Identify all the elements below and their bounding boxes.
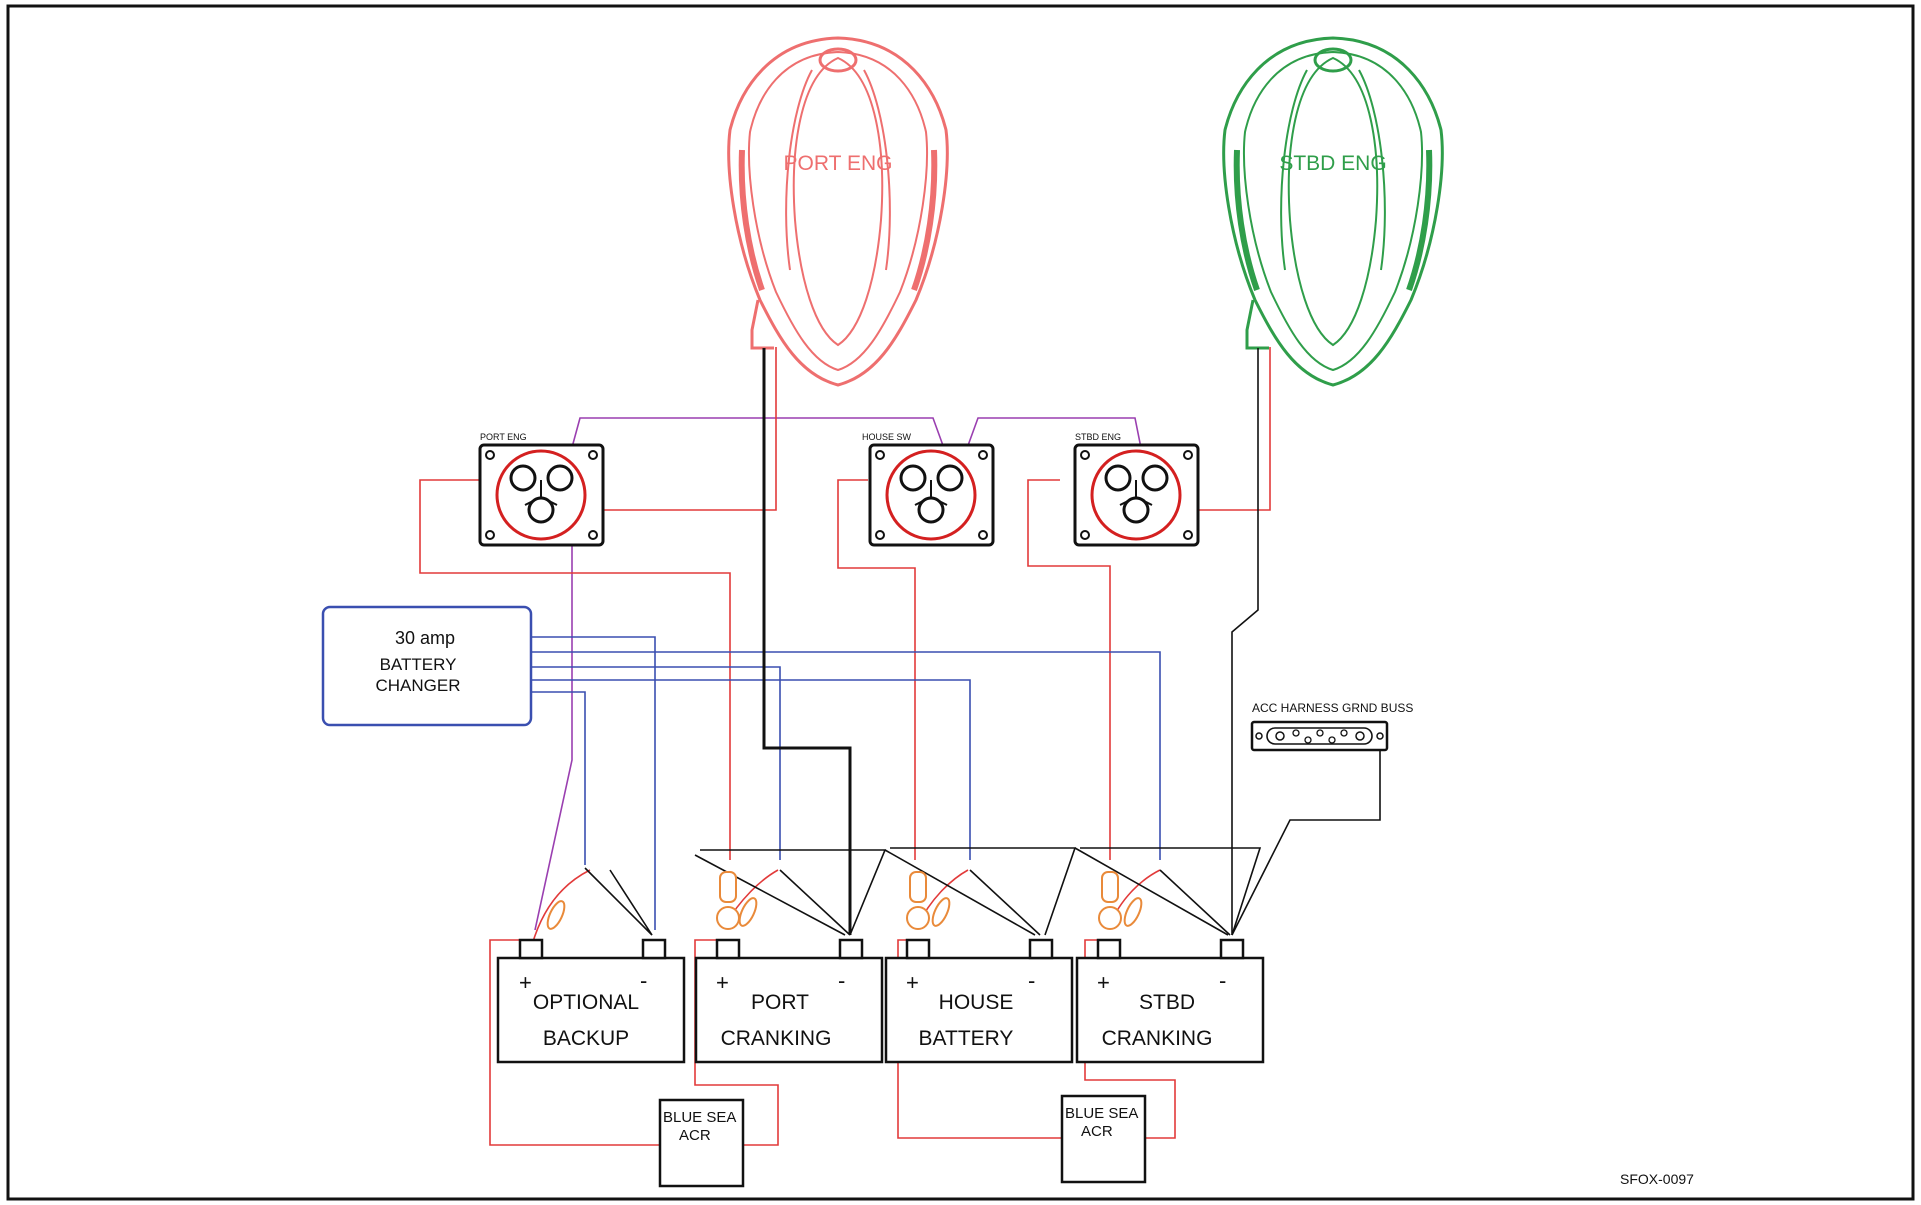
switch-port[interactable]: [478, 443, 605, 547]
battery-2-neg: -: [838, 968, 845, 993]
port-engine-label: PORT ENG: [784, 152, 893, 175]
acr-1[interactable]: [658, 1098, 745, 1188]
charger-label-line1: BATTERY: [380, 655, 457, 674]
stbd-engine-label: STBD ENG: [1279, 152, 1386, 175]
battery-3-label-line1: HOUSE: [939, 991, 1014, 1014]
battery-2-pos: +: [716, 970, 729, 995]
battery-4-pos: +: [1097, 970, 1110, 995]
battery-3-label-line2: BATTERY: [919, 1027, 1014, 1050]
drawing-border: [6, 4, 1915, 1201]
acr-2-label-line2: ACR: [1081, 1123, 1113, 1140]
battery-3-pos: +: [906, 970, 919, 995]
acr-1-label-line1: BLUE SEA: [663, 1109, 736, 1126]
battery-2-label-line2: CRANKING: [721, 1027, 832, 1050]
charger-wires: [530, 636, 1161, 930]
battery-port-cranking[interactable]: [694, 938, 884, 1064]
switch-house[interactable]: [868, 443, 995, 547]
battery-house[interactable]: [884, 938, 1074, 1064]
battery-3-neg: -: [1028, 968, 1035, 993]
battery-1-label-line1: OPTIONAL: [533, 991, 639, 1014]
ground-buss[interactable]: [1250, 720, 1389, 752]
charger-amperage: 30 amp: [395, 628, 455, 648]
acr-1-label-line2: ACR: [679, 1127, 711, 1144]
ground-buss-label: ACC HARNESS GRND BUSS: [1252, 701, 1413, 715]
battery-1-label-line2: BACKUP: [543, 1027, 629, 1050]
battery-4-neg: -: [1219, 968, 1226, 993]
stbd-engine: [1222, 36, 1444, 387]
battery-1-pos: +: [519, 970, 532, 995]
battery-stbd-cranking[interactable]: [1075, 938, 1265, 1064]
fuse-holders: [546, 871, 1143, 930]
battery-charger[interactable]: [321, 605, 533, 727]
drawing-number: SFOX-0097: [1620, 1171, 1694, 1187]
switch-stbd[interactable]: [1073, 443, 1200, 547]
battery-2-label-line1: PORT: [751, 991, 809, 1014]
battery-1-neg: -: [640, 968, 647, 993]
switch-house-label: HOUSE SW: [862, 432, 912, 442]
switch-link-wires: [534, 417, 1147, 931]
acr-2[interactable]: [1060, 1094, 1147, 1184]
switch-port-label: PORT ENG: [480, 432, 527, 442]
battery-optional-backup[interactable]: [496, 938, 686, 1064]
port-engine: [727, 36, 949, 387]
charger-label-line2: CHANGER: [375, 676, 460, 695]
battery-4-label-line1: STBD: [1139, 991, 1195, 1014]
battery-4-label-line2: CRANKING: [1102, 1027, 1213, 1050]
acr-2-label-line1: BLUE SEA: [1065, 1105, 1138, 1122]
ground-wires: [584, 348, 1381, 936]
switch-stbd-label: STBD ENG: [1075, 432, 1121, 442]
